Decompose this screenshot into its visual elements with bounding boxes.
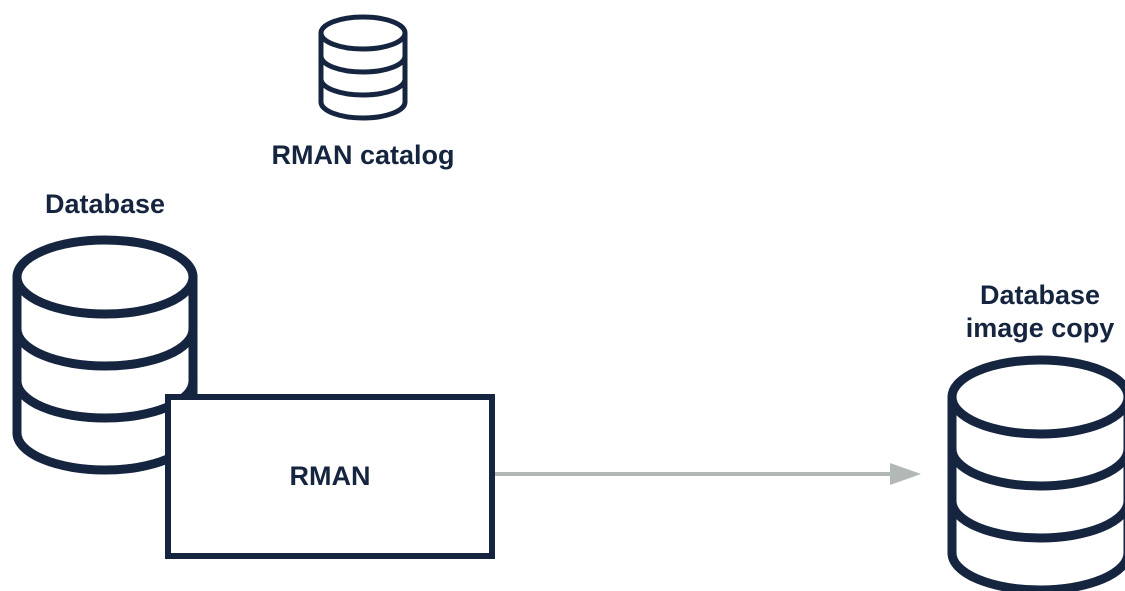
rman-box: RMAN <box>165 394 495 559</box>
image-copy-database-icon <box>947 355 1125 591</box>
rman-label: RMAN <box>289 461 371 491</box>
database-label: Database <box>44 189 166 219</box>
backup-arrow <box>489 463 921 485</box>
rman-catalog-database-icon <box>318 14 408 121</box>
rman-catalog-label: RMAN catalog <box>271 140 455 170</box>
image-copy-label-line2: image copy <box>965 313 1115 343</box>
image-copy-label-line1: Database <box>979 280 1101 310</box>
image-copy-label: Database image copy <box>955 279 1125 345</box>
